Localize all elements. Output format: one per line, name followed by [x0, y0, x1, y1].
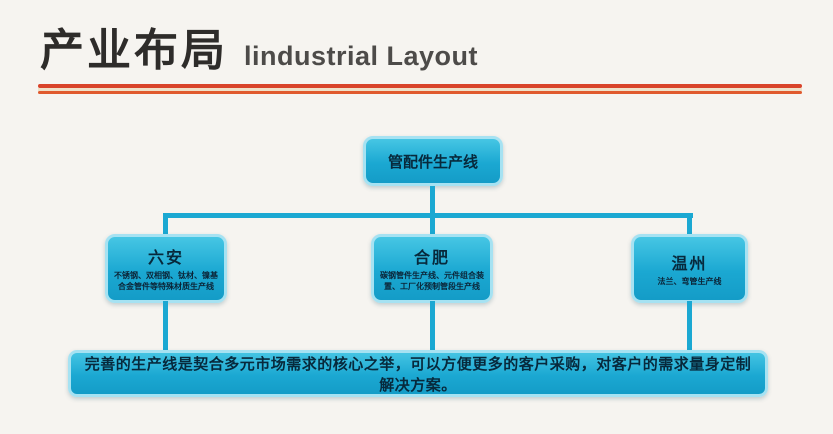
- node-wenzhou-desc: 法兰、弯管生产线: [657, 276, 722, 286]
- node-hefei: 合肥 碳钢管件生产线、元件组合装置、工厂化预制管段生产线: [371, 234, 493, 303]
- node-pipe-fittings-line: 管配件生产线: [363, 136, 503, 186]
- node-hefei-desc: 碳钢管件生产线、元件组合装置、工厂化预制管段生产线: [380, 271, 484, 291]
- node-luan-desc: 不锈钢、双相钢、钛材、镍基合金管件等特殊材质生产线: [114, 271, 218, 291]
- node-hefei-name: 合肥: [413, 250, 450, 268]
- node-wenzhou: 温州 法兰、弯管生产线: [631, 234, 748, 303]
- node-luan-name: 六安: [147, 250, 184, 268]
- connector-wenzhou-summary: [687, 301, 692, 353]
- divider-line-bottom: [38, 91, 802, 94]
- connector-stub-hefei: [430, 213, 435, 236]
- page-title-en: lindustrial Layout: [244, 41, 479, 71]
- node-wenzhou-name: 温州: [671, 255, 708, 273]
- connector-root-down: [430, 186, 435, 216]
- slide-header: 产业布局 lindustrial Layout: [40, 14, 800, 78]
- connector-stub-luan: [163, 213, 168, 236]
- node-luan: 六安 不锈钢、双相钢、钛材、镍基合金管件等特殊材质生产线: [105, 234, 227, 303]
- page-title-zh: 产业布局: [40, 26, 228, 75]
- summary-text: 完善的生产线是契合多元市场需求的核心之举，可以方便更多的客户采购，对客户的需求量…: [84, 355, 752, 394]
- connector-horizontal: [163, 213, 693, 218]
- node-root-label: 管配件生产线: [387, 153, 478, 171]
- divider-gap: [38, 88, 802, 91]
- divider-line-top: [38, 84, 802, 88]
- title-divider: [38, 84, 802, 94]
- connector-stub-wenzhou: [687, 213, 692, 236]
- summary-bar: 完善的生产线是契合多元市场需求的核心之举，可以方便更多的客户采购，对客户的需求量…: [68, 350, 768, 397]
- page-title: 产业布局 lindustrial Layout: [40, 14, 800, 78]
- connector-hefei-summary: [430, 301, 435, 353]
- connector-luan-summary: [163, 301, 168, 353]
